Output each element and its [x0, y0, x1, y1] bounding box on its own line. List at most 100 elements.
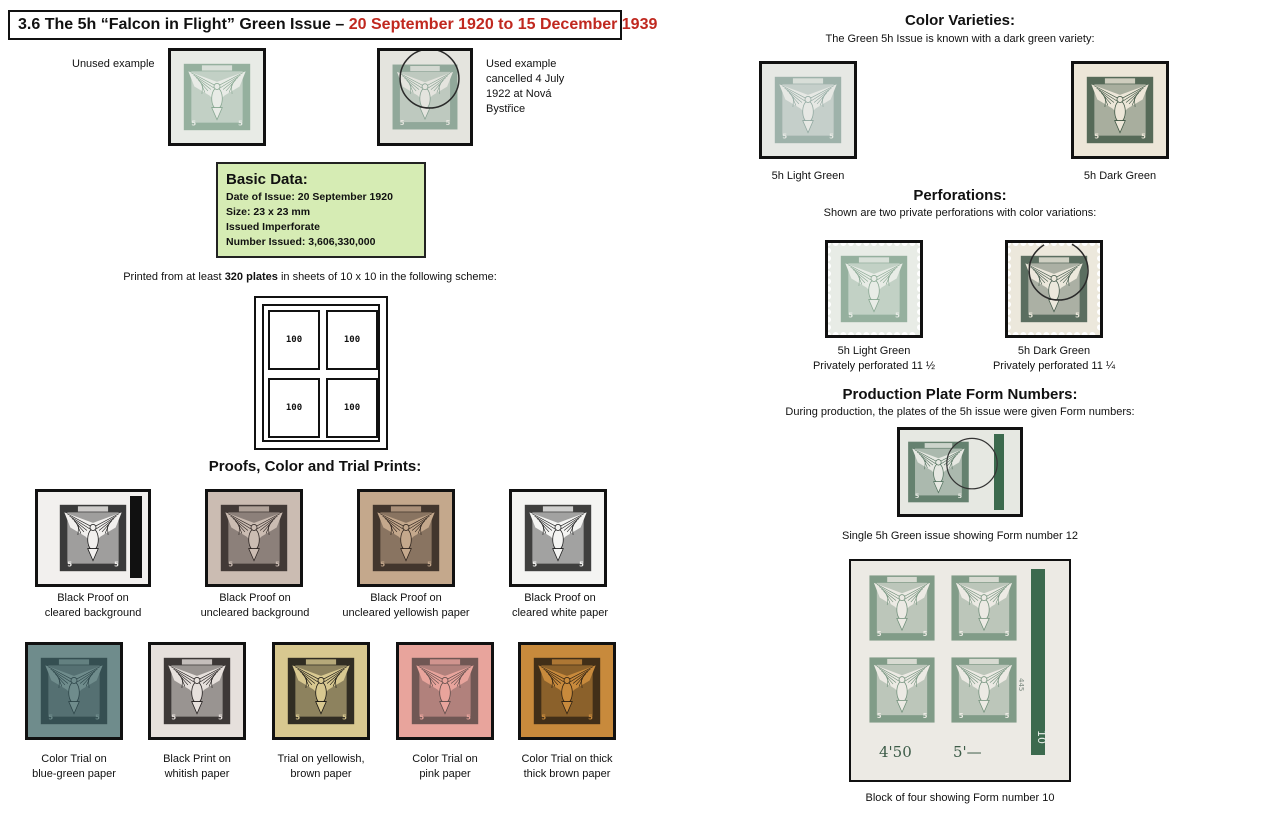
svg-text:5: 5 — [419, 714, 424, 722]
svg-text:5: 5 — [923, 630, 928, 638]
caption-line: Color Trial on — [41, 753, 107, 765]
caption-line: Black Proof on — [524, 592, 596, 604]
single-form-caption: Single 5h Green issue showing Form numbe… — [841, 530, 1078, 542]
trial-caption: Black Print on whitish paper — [133, 752, 261, 782]
caption-line: Color Trial on thick — [521, 753, 613, 765]
svg-text:5: 5 — [1094, 133, 1099, 141]
caption-line: pink paper — [419, 768, 471, 780]
svg-text:5: 5 — [342, 714, 347, 722]
form-bar — [1031, 569, 1045, 755]
svg-text:5: 5 — [829, 133, 834, 141]
scheme-cell: 100 — [326, 310, 378, 370]
block-value-left: 4'50 — [879, 743, 912, 761]
color-varieties-heading: Color Varieties: — [904, 12, 1016, 29]
perforations-sub: Shown are two private perforations with … — [823, 207, 1097, 219]
svg-text:5: 5 — [959, 630, 964, 638]
caption-line: whitish paper — [164, 768, 230, 780]
scheme-cell: 100 — [268, 310, 320, 370]
form-numbers-sub: During production, the plates of the 5h … — [785, 406, 1135, 418]
caption-line: blue-green paper — [32, 768, 116, 780]
sheet-scheme: 100 100 100 100 — [254, 296, 388, 450]
svg-text:5: 5 — [541, 714, 546, 722]
svg-text:5: 5 — [848, 312, 853, 320]
plates-text-post: in sheets of 10 x 10 in the following sc… — [277, 271, 497, 283]
caption-line: uncleared yellowish paper — [342, 607, 470, 619]
trial-caption: Trial on yellowish,brown paper — [257, 752, 385, 782]
svg-text:5: 5 — [959, 712, 964, 720]
svg-text:5: 5 — [782, 133, 787, 141]
svg-text:5: 5 — [446, 119, 451, 127]
color-varieties-sub: The Green 5h Issue is known with a dark … — [825, 33, 1095, 45]
plates-text: Printed from at least 320 plates in shee… — [20, 270, 600, 285]
basic-data-line: Size: 23 x 23 mm — [226, 206, 311, 218]
svg-text:5: 5 — [877, 630, 882, 638]
page-title: 3.6 The 5h “Falcon in Flight” Green Issu… — [8, 10, 657, 40]
used-label: Used example cancelled 4 July 1922 at No… — [486, 57, 564, 117]
proofs-heading: Proofs, Color and Trial Prints: — [208, 458, 422, 475]
caption-line: Black Print on — [163, 753, 231, 765]
svg-text:5: 5 — [275, 561, 280, 569]
used-label-line: 1922 at Nová — [486, 88, 552, 100]
perforations-heading: Perforations: — [913, 187, 1007, 204]
caption-line: 5h Dark Green — [1017, 345, 1091, 357]
unused-label: Unused example — [72, 58, 155, 70]
svg-text:5: 5 — [466, 714, 471, 722]
svg-text:5: 5 — [191, 120, 196, 128]
svg-text:5: 5 — [895, 312, 900, 320]
svg-text:5: 5 — [923, 712, 928, 720]
svg-text:5: 5 — [400, 119, 405, 127]
svg-text:5: 5 — [958, 493, 962, 500]
basic-data-line: Issued Imperforate — [226, 221, 320, 233]
caption-line: Black Proof on — [57, 592, 129, 604]
scheme-cell: 100 — [326, 378, 378, 438]
basic-data-line: Date of Issue: 20 September 1920 — [226, 191, 393, 203]
caption-line: Black Proof on — [370, 592, 442, 604]
svg-text:5: 5 — [1028, 312, 1033, 320]
form-numbers-heading: Production Plate Form Numbers: — [842, 386, 1078, 403]
scheme-cell: 100 — [268, 378, 320, 438]
caption-line: 5h Light Green — [837, 345, 911, 357]
caption-line: Trial on yellowish, — [277, 753, 365, 765]
caption-line: cleared white paper — [511, 607, 608, 619]
light-green-caption: 5h Light Green — [771, 170, 845, 182]
title-dates: 20 September 1920 to 15 December 1939 — [348, 16, 658, 33]
pencil-mark: 445 — [1017, 678, 1025, 691]
caption-line: uncleared background — [200, 607, 310, 619]
svg-text:5: 5 — [95, 714, 100, 722]
trial-caption: Color Trial on blue-green paper — [10, 752, 138, 782]
